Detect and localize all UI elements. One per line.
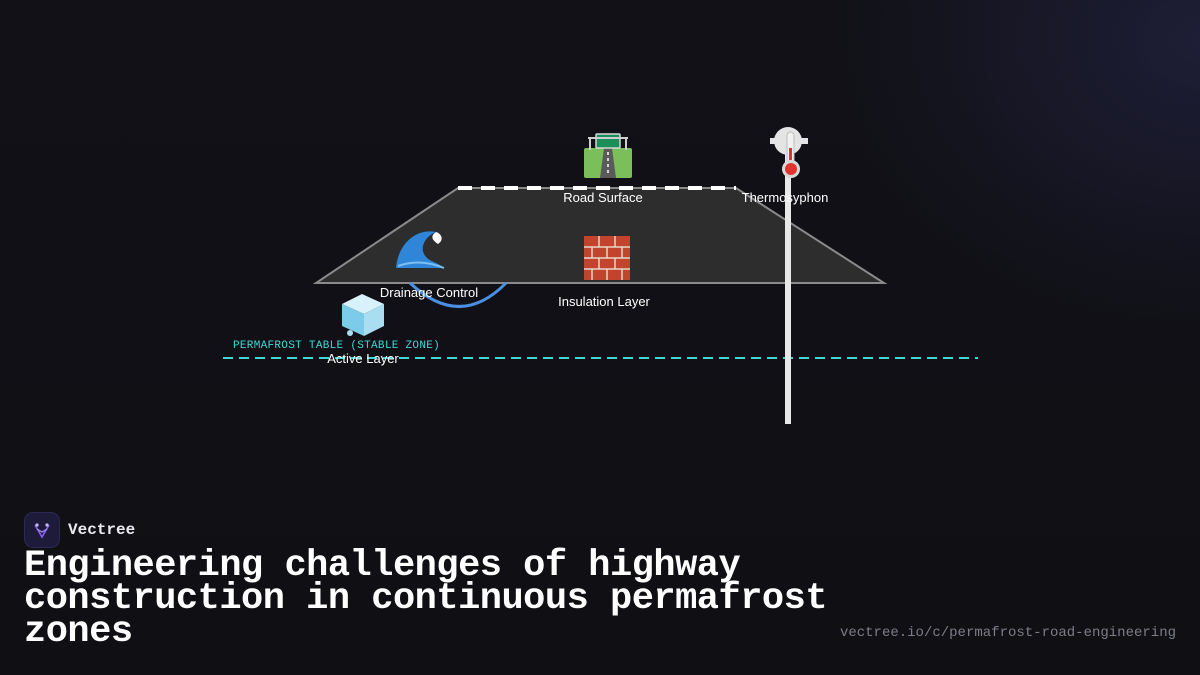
drainage-control-label: Drainage Control [380,285,478,300]
brand: Vectree [24,512,135,548]
drainage-curve [408,281,508,308]
thermosyphon-pipe [785,140,791,424]
water-wave-icon [396,231,445,269]
road-surface-label: Road Surface [563,190,643,205]
insulation-layer-label: Insulation Layer [558,294,650,309]
source-url[interactable]: vectree.io/c/permafrost-road-engineering [839,625,1176,641]
page-title: Engineering challenges of highway constr… [24,545,828,653]
brand-name: Vectree [68,521,136,539]
motorway-icon [584,133,632,178]
vectree-logo [24,512,60,548]
vectree-logo-icon [34,523,50,539]
active-layer-label: Active Layer [327,351,399,366]
thermometer-icon [770,127,808,178]
thermosyphon-label: Thermosyphon [742,190,829,205]
ice-cube-icon [342,294,384,336]
permafrost-table-label: PERMAFROST TABLE (STABLE ZONE) [233,340,440,352]
brick-icon [584,236,630,280]
